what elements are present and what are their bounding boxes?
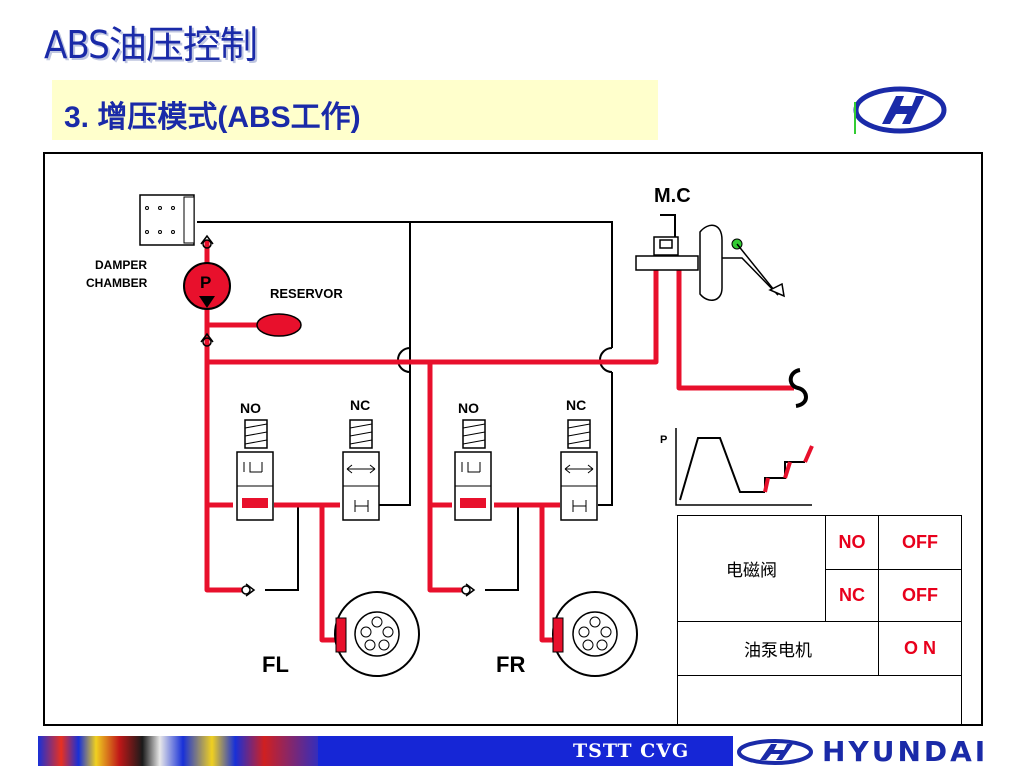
pump-icon xyxy=(183,262,231,310)
nc-state: OFF xyxy=(878,569,962,622)
reservoir-icon xyxy=(256,313,302,337)
valve-nc-left xyxy=(342,419,380,521)
page-title: ABS油压控制 xyxy=(44,23,258,67)
no-left-label: NO xyxy=(240,400,261,416)
page-subtitle: 3. 增压模式(ABS工作) xyxy=(64,101,361,134)
valve-no-left xyxy=(236,419,274,521)
nc-row-label: NC xyxy=(825,569,879,622)
damper-chamber xyxy=(139,194,195,246)
solenoid-label: 电磁阀 xyxy=(677,515,826,622)
status-table: 电磁阀 NO OFF NC OFF 油泵电机 O N xyxy=(677,515,962,726)
reservor-label: RESERVOR xyxy=(270,286,343,301)
rear-caliper-icon xyxy=(788,368,808,408)
chamber-label: CHAMBER xyxy=(86,276,148,290)
footer-brand: HYUNDAI xyxy=(822,735,989,768)
brake-disc-fr xyxy=(552,591,638,677)
pump-label: P xyxy=(200,273,211,292)
fl-label: FL xyxy=(262,652,289,677)
no-right-label: NO xyxy=(458,400,479,416)
hyundai-logo-icon xyxy=(853,86,947,134)
pressure-graph xyxy=(675,428,814,506)
footer-bar xyxy=(318,736,733,766)
motor-label: 油泵电机 xyxy=(677,621,879,676)
graph-p-label: P xyxy=(660,434,667,446)
nc-left-label: NC xyxy=(350,397,370,413)
fr-label: FR xyxy=(496,652,525,677)
empty-row xyxy=(677,675,962,726)
footer-text: TSTT CVG xyxy=(573,740,690,762)
mc-label: M.C xyxy=(654,185,691,207)
brake-disc-fl xyxy=(334,591,420,677)
damper-label: DAMPER xyxy=(95,258,147,272)
nc-right-label: NC xyxy=(566,397,586,413)
valve-nc-right xyxy=(560,419,598,521)
footer-decor-image xyxy=(38,736,328,766)
motor-state: O N xyxy=(878,621,962,676)
master-cylinder-icon xyxy=(635,224,785,301)
no-state: OFF xyxy=(878,515,962,570)
no-row-label: NO xyxy=(825,515,879,570)
hydraulic-diagram-frame xyxy=(43,152,983,726)
valve-no-right xyxy=(454,419,492,521)
subtitle-banner: 3. 增压模式(ABS工作) xyxy=(52,80,658,140)
footer: TSTT CVG HYUNDAI xyxy=(38,735,989,768)
hyundai-logo-icon xyxy=(737,739,813,765)
